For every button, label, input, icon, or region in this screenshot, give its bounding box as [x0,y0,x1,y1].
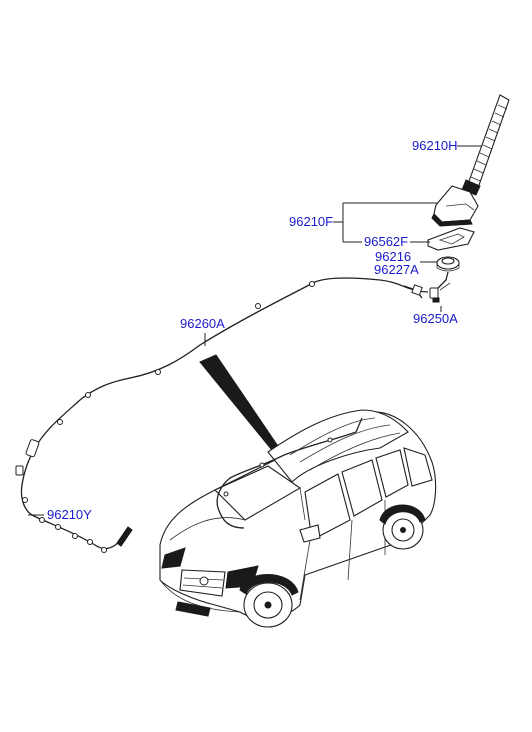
antenna-base [431,185,479,227]
part-label-96210H[interactable]: 96210H [412,138,458,153]
antenna-mast [461,94,510,196]
antenna-cable [15,277,429,553]
antenna-nut [436,256,460,272]
part-label-96260A[interactable]: 96260A [180,316,225,331]
part-label-96210F[interactable]: 96210F [289,214,334,229]
location-pointer [199,354,283,456]
part-label-96250A[interactable]: 96250A [413,311,458,326]
leader-96210F [333,202,437,243]
feeder-connector [429,271,451,303]
part-label-96227A[interactable]: 96227A [374,262,419,277]
part-label-96562F[interactable]: 96562F [364,234,409,249]
part-label-96216[interactable]: 96216 [375,249,412,264]
antenna-gasket [427,227,475,251]
vehicle-illustration [159,409,437,628]
part-label-96210Y[interactable]: 96210Y [47,507,92,522]
